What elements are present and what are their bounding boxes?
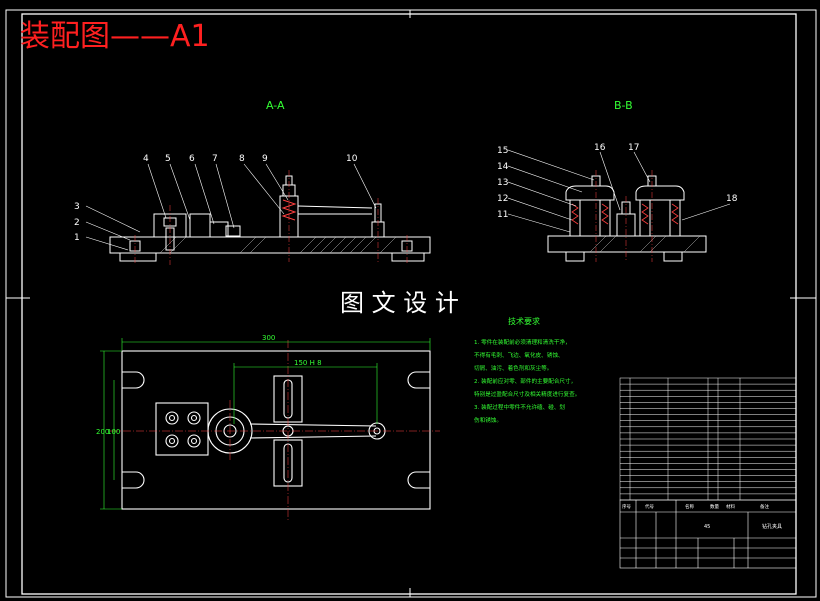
leader-label-10: 10 (346, 154, 358, 164)
dim-overall-width: 300 (262, 334, 275, 342)
header-qty: 数量 (710, 503, 719, 510)
leader-labels-bb: 11 12 13 14 15 16 17 18 (497, 143, 738, 220)
title-block-material: 45 (704, 524, 710, 530)
leader-label-3: 3 (74, 202, 80, 212)
header-name: 名称 (685, 503, 694, 510)
leader-label-13: 13 (497, 178, 508, 188)
leader-label-5: 5 (165, 154, 171, 164)
leader-label-14: 14 (497, 162, 509, 172)
tech-req-line-1: 1. 零件在装配前必须清理和清洗干净， (474, 338, 571, 346)
dim-overall-height: 200 (96, 428, 109, 436)
top-view (121, 350, 431, 510)
section-view-aa (109, 175, 431, 262)
leader-label-1: 1 (74, 233, 80, 243)
centerlines-top (110, 340, 440, 520)
page-title: 装配图——A1 (20, 19, 210, 54)
tech-req-line-2: 不得有毛刺、飞边、氧化皮、锈蚀、 (474, 351, 564, 359)
leader-label-15: 15 (497, 146, 508, 156)
section-label-bb: B-B (614, 99, 633, 112)
springs-bb (571, 170, 679, 262)
title-block-headers: 序号 代号 名称 数量 材料 备注 (622, 503, 769, 510)
leaders-bb (507, 149, 731, 233)
tech-requirements: 技术要求 1. 零件在装配前必须清理和清洗干净， 不得有毛刺、飞边、氧化皮、锈蚀… (474, 316, 580, 424)
tech-req-line-3: 切屑、油污、着色剂和灰尘等。 (474, 364, 552, 372)
tech-req-line-5: 特别是过盈配合尺寸及相关精度进行复查。 (474, 390, 580, 398)
parts-list-table (619, 377, 797, 501)
tech-req-line-4: 2. 装配前应对零、部件的主要配合尺寸， (474, 377, 576, 385)
tech-req-line-7: 伤和锈蚀。 (474, 416, 502, 424)
leader-label-9: 9 (262, 154, 268, 164)
header-index: 序号 (622, 503, 631, 510)
hatch-base-aa (159, 236, 397, 254)
leader-label-8: 8 (239, 154, 245, 164)
title-block (619, 499, 797, 569)
inner-frame (21, 13, 797, 595)
header-material: 材料 (726, 503, 735, 510)
tech-req-line-6: 3. 装配过程中零件不允许磕、碰、划 (474, 403, 565, 411)
leader-label-6: 6 (189, 154, 195, 164)
header-code: 代号 (645, 503, 654, 510)
leader-label-7: 7 (212, 154, 218, 164)
tech-req-title: 技术要求 (508, 316, 540, 326)
title-block-designation: 钻孔夹具 (762, 523, 782, 530)
centerlines-aa (134, 170, 408, 265)
leaders-aa (85, 163, 377, 251)
section-view-bb (547, 175, 707, 262)
outer-frame (5, 9, 817, 598)
leader-label-16: 16 (594, 143, 606, 153)
leader-labels-aa: 1 2 3 4 5 6 7 8 9 10 (74, 154, 358, 243)
section-label-aa: A-A (266, 99, 285, 112)
leader-label-11: 11 (497, 210, 508, 220)
dim-inner-width: 150 H 8 (294, 359, 322, 367)
dimensions-top (100, 338, 431, 510)
leader-label-17: 17 (628, 143, 639, 153)
center-caption: 图 文 设 计 (340, 289, 459, 317)
leader-label-2: 2 (74, 218, 80, 228)
header-remark: 备注 (760, 503, 769, 510)
dim-inner-height: 100 (107, 428, 120, 436)
leader-label-12: 12 (497, 194, 508, 204)
leader-label-4: 4 (143, 154, 149, 164)
leader-label-18: 18 (726, 194, 738, 204)
